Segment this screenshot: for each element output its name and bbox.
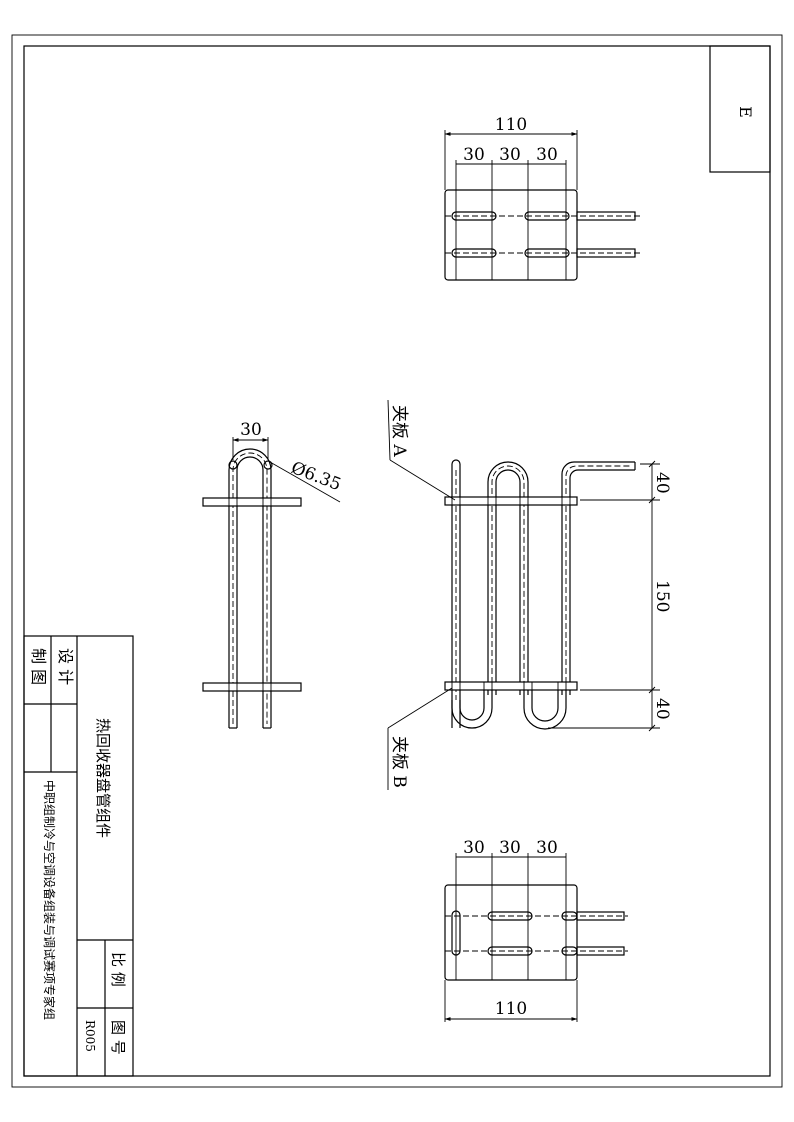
side-diameter: Ø6.35: [288, 458, 344, 495]
side-tube-bend: [228, 448, 272, 728]
drawing-number-label: 图 号: [109, 1020, 127, 1055]
front-tube-outlet: [561, 461, 635, 695]
front-dim-bottom: 40: [652, 698, 672, 720]
side-plate-lower: [202, 682, 302, 692]
design-label: 设 计: [56, 648, 75, 685]
draw-label: 制 图: [29, 648, 48, 685]
bottom-tube-stub: [576, 911, 625, 921]
front-tube-lower-bend-left: [451, 690, 493, 729]
top-tube-stub: [576, 248, 636, 258]
bottom-tube-stub: [576, 946, 625, 956]
top-slot: [524, 211, 570, 221]
plate-a-label: 夹板 A: [389, 405, 409, 457]
bottom-slot: [487, 946, 533, 956]
scale-label: 比 例: [109, 952, 127, 987]
front-tube-inlet: [451, 459, 461, 728]
title-block: 设 计 制 图 热回收器盘管组件 中职组制冷与空调设备组装与调试赛项专家组 比 …: [23, 635, 134, 1077]
bottom-slot-vertical: [451, 910, 461, 956]
side-plate-upper: [202, 497, 302, 507]
top-slot: [524, 248, 570, 258]
bottom-slot: [487, 911, 533, 921]
top-spacing-2: 30: [499, 145, 521, 165]
side-spacing: 30: [240, 420, 262, 440]
bottom-overall-width: 110: [495, 999, 527, 1019]
top-view-plate: [444, 189, 578, 281]
front-plate-a: [444, 496, 578, 506]
bottom-spacing-2: 30: [499, 838, 521, 858]
top-slot: [451, 248, 497, 258]
part-name: 热回收器盘管组件: [94, 718, 112, 838]
inner-border: [23, 45, 771, 1077]
corner-letter: E: [736, 106, 755, 118]
drawing-number: R005: [83, 1020, 97, 1052]
plate-b-label: 夹板 B: [389, 736, 409, 788]
front-dim-middle: 150: [652, 580, 672, 612]
front-plate-b: [444, 681, 578, 691]
top-spacing-1: 30: [463, 145, 485, 165]
organization: 中职组制冷与空调设备组装与调试赛项专家组: [42, 780, 57, 1020]
outer-border: [11, 34, 783, 1088]
top-tube-stub: [576, 211, 636, 221]
side-view: 30 Ø6.35: [202, 420, 344, 729]
front-tube-upper-bend: [487, 461, 529, 695]
plate-a-leader: [389, 459, 456, 501]
corner-box: E: [709, 45, 771, 173]
top-slot: [451, 211, 497, 221]
diameter-leader: [269, 461, 341, 503]
top-spacing-3: 30: [536, 145, 558, 165]
bottom-view-plate: [444, 884, 578, 981]
plate-b-leader: [387, 687, 453, 729]
front-tube-lower-bend-right: [523, 690, 567, 730]
front-dim-top: 40: [652, 472, 672, 494]
front-view: 夹板 A 夹板 B 40 150 40: [387, 399, 672, 790]
bottom-spacing-1: 30: [463, 838, 485, 858]
bottom-spacing-3: 30: [536, 838, 558, 858]
bottom-view: 30 30 30 110: [444, 838, 628, 1022]
top-view: 110 30 30 30: [444, 115, 640, 281]
top-overall-width: 110: [495, 115, 527, 135]
